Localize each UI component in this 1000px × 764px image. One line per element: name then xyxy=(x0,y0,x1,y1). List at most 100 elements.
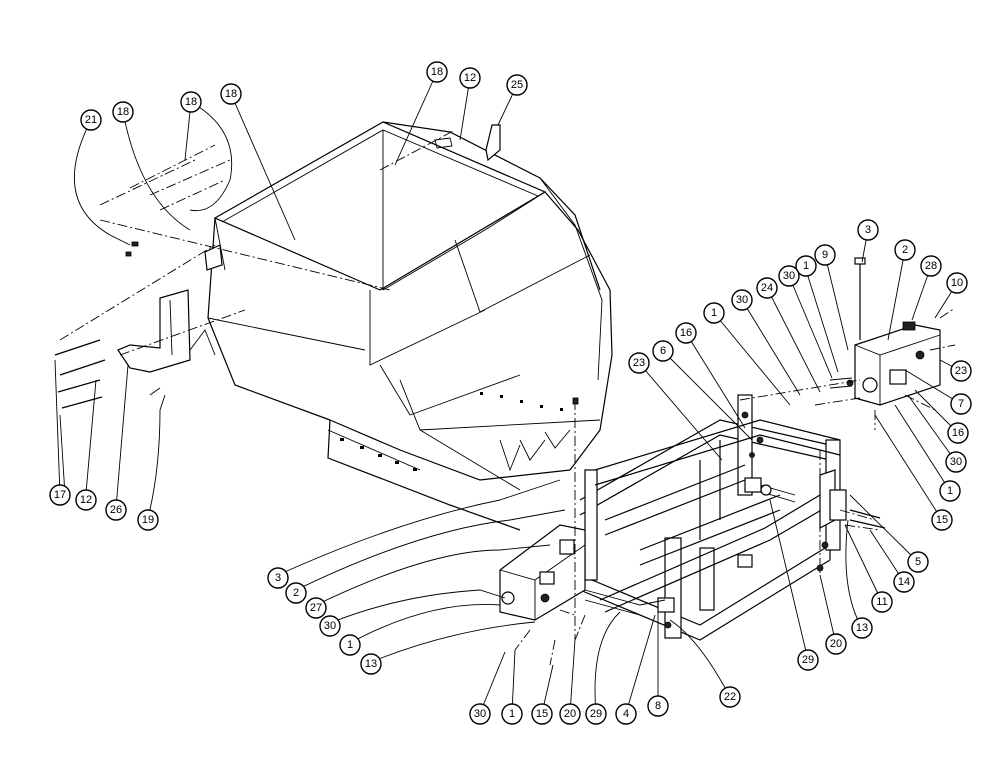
svg-text:6: 6 xyxy=(660,345,666,357)
callout-16: 16 xyxy=(675,322,697,344)
svg-text:2: 2 xyxy=(293,587,299,599)
callout-15: 15 xyxy=(931,509,953,531)
callout-13: 13 xyxy=(360,653,382,675)
callout-30: 30 xyxy=(469,703,491,725)
svg-text:9: 9 xyxy=(822,249,828,261)
callout-14: 14 xyxy=(893,571,915,593)
callout-1: 1 xyxy=(795,255,817,277)
svg-text:30: 30 xyxy=(950,456,962,468)
svg-text:1: 1 xyxy=(509,708,515,720)
svg-text:18: 18 xyxy=(225,88,237,100)
svg-text:13: 13 xyxy=(856,622,868,634)
svg-text:30: 30 xyxy=(324,620,336,632)
callout-30: 30 xyxy=(945,451,967,473)
svg-text:1: 1 xyxy=(347,639,353,651)
left-exploded-parts xyxy=(54,129,456,409)
frame-chassis xyxy=(579,394,847,641)
callout-23: 23 xyxy=(950,360,972,382)
callout-15: 15 xyxy=(531,703,553,725)
hopper-body xyxy=(204,121,613,531)
callout-7: 7 xyxy=(950,393,972,415)
svg-text:15: 15 xyxy=(936,514,948,526)
callout-2: 2 xyxy=(894,239,916,261)
svg-text:18: 18 xyxy=(185,96,197,108)
callout-13: 13 xyxy=(851,617,873,639)
svg-text:22: 22 xyxy=(724,691,736,703)
callout-12: 12 xyxy=(459,67,481,89)
callout-18: 18 xyxy=(426,61,448,83)
callout-16: 16 xyxy=(947,422,969,444)
callout-18: 18 xyxy=(112,101,134,123)
callout-20: 20 xyxy=(825,633,847,655)
callout-26: 26 xyxy=(105,499,127,521)
callout-28: 28 xyxy=(920,255,942,277)
svg-text:10: 10 xyxy=(951,277,963,289)
callout-1: 1 xyxy=(501,703,523,725)
callout-3: 3 xyxy=(267,567,289,589)
callout-12: 12 xyxy=(75,489,97,511)
svg-text:1: 1 xyxy=(711,307,717,319)
svg-text:30: 30 xyxy=(736,294,748,306)
hopper-rivets xyxy=(340,392,563,471)
svg-text:1: 1 xyxy=(803,260,809,272)
left-hitch-assembly xyxy=(499,397,666,666)
svg-text:19: 19 xyxy=(142,514,154,526)
callout-22: 22 xyxy=(719,686,741,708)
svg-text:23: 23 xyxy=(633,357,645,369)
svg-text:26: 26 xyxy=(110,504,122,516)
svg-text:30: 30 xyxy=(783,270,795,282)
callout-19: 19 xyxy=(137,509,159,531)
callout-3: 3 xyxy=(857,219,879,241)
leader-lines xyxy=(54,71,962,714)
svg-text:20: 20 xyxy=(564,708,576,720)
svg-text:3: 3 xyxy=(865,224,871,236)
svg-text:21: 21 xyxy=(85,114,97,126)
svg-text:12: 12 xyxy=(464,72,476,84)
svg-text:1: 1 xyxy=(947,485,953,497)
callout-30: 30 xyxy=(319,615,341,637)
callout-9: 9 xyxy=(814,244,836,266)
svg-text:20: 20 xyxy=(830,638,842,650)
callout-5: 5 xyxy=(907,551,929,573)
svg-text:11: 11 xyxy=(876,596,887,608)
callout-17: 17 xyxy=(49,484,71,506)
svg-text:16: 16 xyxy=(952,427,964,439)
svg-text:18: 18 xyxy=(117,106,129,118)
svg-text:2: 2 xyxy=(902,244,908,256)
callout-24: 24 xyxy=(756,277,778,299)
callout-18: 18 xyxy=(180,91,202,113)
svg-text:8: 8 xyxy=(655,700,661,712)
callout-11: 11 xyxy=(871,591,893,613)
svg-text:30: 30 xyxy=(474,708,486,720)
svg-text:25: 25 xyxy=(511,79,523,91)
svg-text:7: 7 xyxy=(958,398,964,410)
svg-text:15: 15 xyxy=(536,708,548,720)
svg-text:27: 27 xyxy=(310,602,322,614)
svg-text:3: 3 xyxy=(275,572,281,584)
callout-30: 30 xyxy=(731,289,753,311)
svg-text:17: 17 xyxy=(54,489,66,501)
svg-text:24: 24 xyxy=(761,282,773,294)
callout-2: 2 xyxy=(285,582,307,604)
callout-8: 8 xyxy=(647,695,669,717)
callout-bubbles: 21 18 18 18 18 12 25 17 12 26 19 3 2 28 … xyxy=(49,61,972,725)
svg-text:4: 4 xyxy=(623,708,629,720)
callout-29: 29 xyxy=(797,649,819,671)
svg-text:28: 28 xyxy=(925,260,937,272)
svg-text:18: 18 xyxy=(431,66,443,78)
svg-text:23: 23 xyxy=(955,365,967,377)
callout-4: 4 xyxy=(615,703,637,725)
callout-27: 27 xyxy=(305,597,327,619)
callout-25: 25 xyxy=(506,74,528,96)
svg-text:12: 12 xyxy=(80,494,92,506)
svg-text:14: 14 xyxy=(898,576,910,588)
callout-18: 18 xyxy=(220,83,242,105)
callout-21: 21 xyxy=(80,109,102,131)
svg-text:16: 16 xyxy=(680,327,692,339)
callout-30: 30 xyxy=(778,265,800,287)
svg-text:13: 13 xyxy=(365,658,377,670)
svg-text:5: 5 xyxy=(915,556,921,568)
callout-10: 10 xyxy=(946,272,968,294)
svg-text:29: 29 xyxy=(802,654,814,666)
callout-1: 1 xyxy=(339,634,361,656)
